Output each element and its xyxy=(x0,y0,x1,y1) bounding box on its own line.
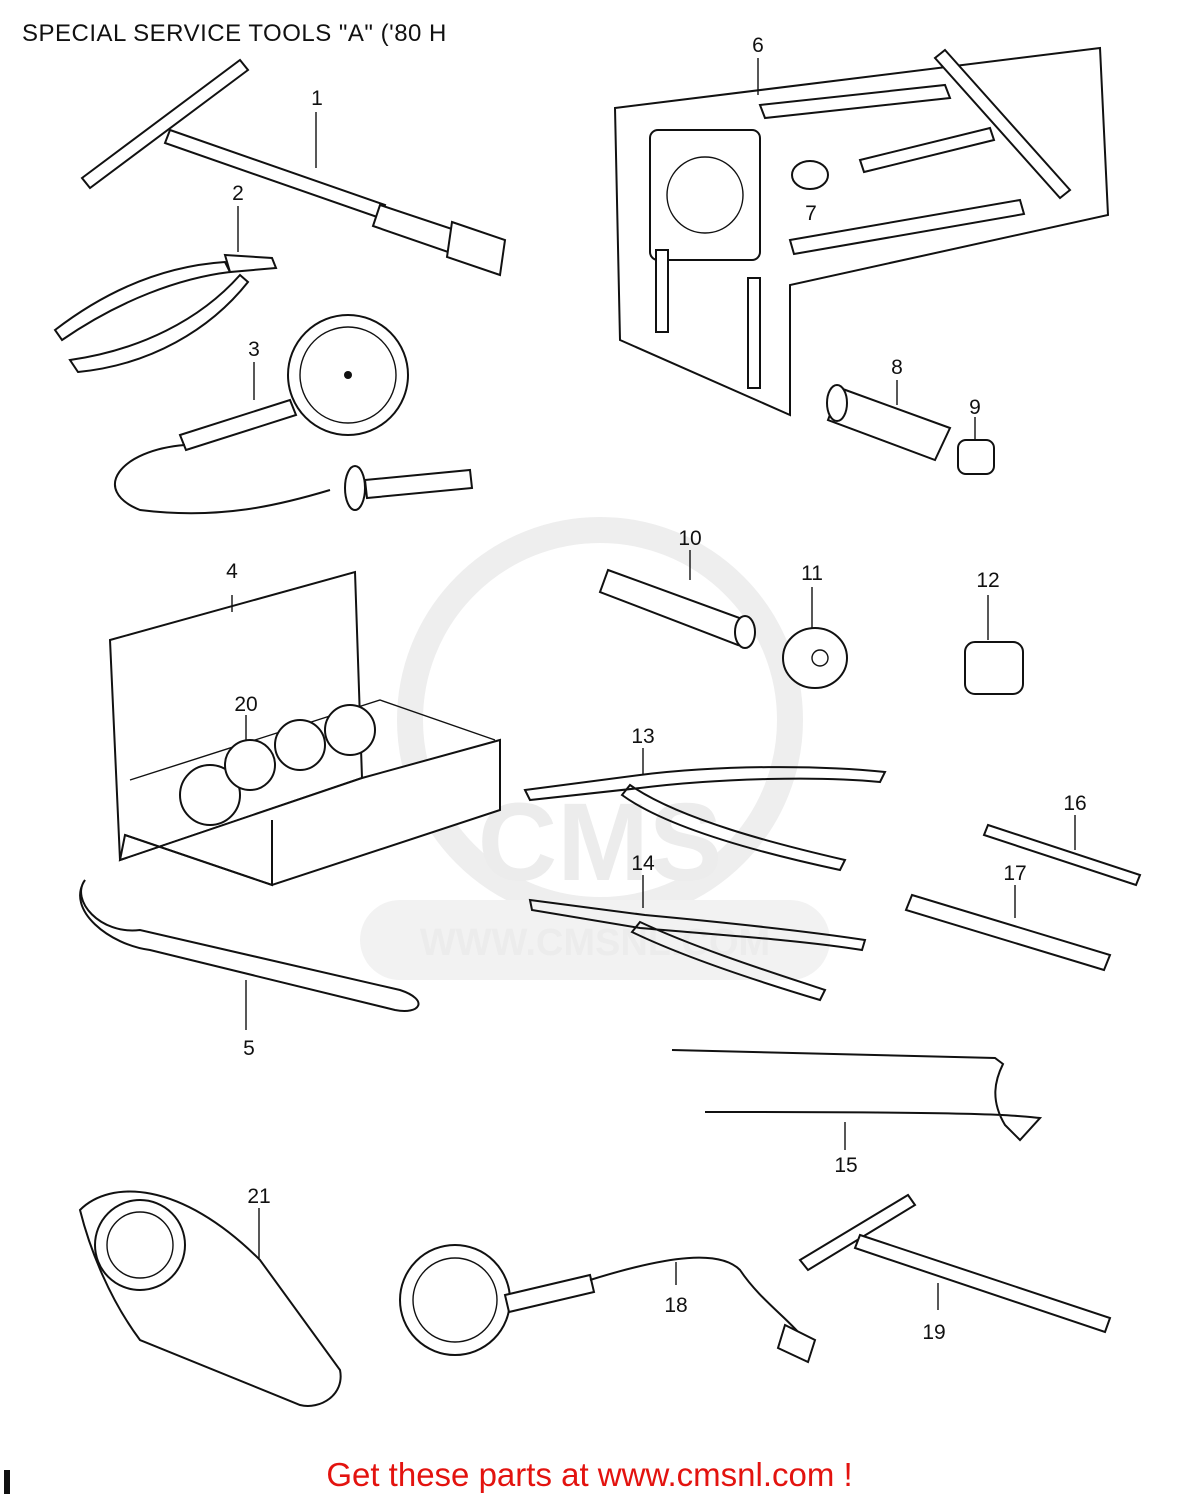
part-3-compression-gauge xyxy=(113,314,474,515)
part-13-circlip-pliers xyxy=(523,748,887,872)
part-6-bearing-puller xyxy=(613,46,1110,417)
part-1-t-handle-wrench xyxy=(80,58,507,277)
part-21-gauge-pouch xyxy=(78,1190,342,1407)
callout-19: 19 xyxy=(922,1321,945,1344)
part-15-wire-tool xyxy=(671,1049,1043,1150)
callout-6: 6 xyxy=(752,34,764,57)
callout-labels: 1 2 3 4 5 6 7 8 9 10 11 12 13 14 15 16 1… xyxy=(226,34,1087,1344)
cms-watermark: WWW.CMSNL.COM CMS xyxy=(360,517,830,980)
callout-21: 21 xyxy=(247,1185,270,1208)
callout-10: 10 xyxy=(678,527,701,550)
callout-12: 12 xyxy=(976,569,999,592)
callout-20: 20 xyxy=(234,693,257,716)
callout-8: 8 xyxy=(891,356,903,379)
callout-15: 15 xyxy=(834,1154,857,1177)
callout-1: 1 xyxy=(311,87,323,110)
part-18-pressure-gauge xyxy=(399,1244,817,1364)
part-5-hook-spanner xyxy=(79,879,420,1030)
part-4-tool-case xyxy=(108,570,501,887)
callout-16: 16 xyxy=(1063,792,1086,815)
part-8-sleeve xyxy=(826,380,952,462)
callout-14: 14 xyxy=(631,852,655,875)
corner-mark xyxy=(4,1470,10,1494)
diagram-title: SPECIAL SERVICE TOOLS "A" ('80 H xyxy=(22,20,447,47)
callout-3: 3 xyxy=(248,338,260,361)
part-14-circlip-pliers xyxy=(528,875,867,1002)
part-19-t-handle xyxy=(798,1193,1112,1334)
part-9-cap xyxy=(957,417,995,475)
footer-link[interactable]: Get these parts at www.cmsnl.com ! xyxy=(326,1456,853,1493)
watermark-brand: CMS xyxy=(478,781,722,904)
callout-18: 18 xyxy=(664,1294,687,1317)
part-11-ring xyxy=(782,587,848,689)
callout-13: 13 xyxy=(631,725,654,748)
part-10-driver xyxy=(598,550,756,649)
callout-7: 7 xyxy=(805,202,817,225)
part-17-rod-tool xyxy=(904,885,1112,972)
callout-2: 2 xyxy=(232,182,244,205)
callout-9: 9 xyxy=(969,396,981,419)
callout-5: 5 xyxy=(243,1037,255,1060)
watermark-url: WWW.CMSNL.COM xyxy=(420,922,770,964)
callout-4: 4 xyxy=(226,560,238,583)
part-16-pin-tool xyxy=(982,815,1142,887)
callout-11: 11 xyxy=(801,562,823,585)
part-2-pliers xyxy=(53,206,278,374)
callout-17: 17 xyxy=(1003,862,1026,885)
part-12-nut-adapter xyxy=(964,595,1024,695)
